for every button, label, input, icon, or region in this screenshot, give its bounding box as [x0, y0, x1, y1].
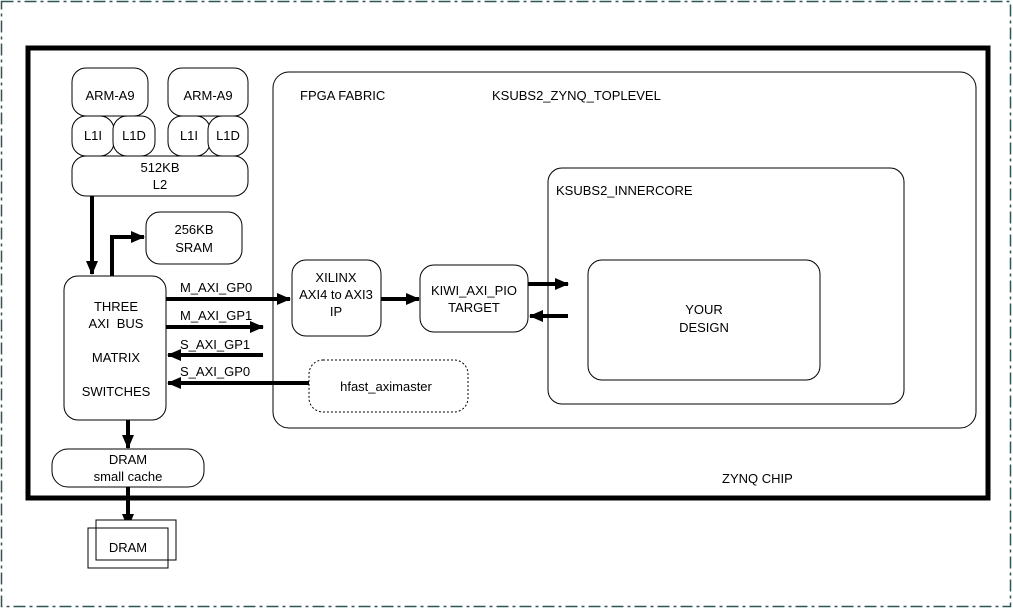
your-design-line1: YOUR [685, 302, 723, 317]
sram-line1: 256KB [174, 222, 213, 237]
cpu0-l1d-label: L1D [122, 128, 146, 143]
cpu0-label: ARM-A9 [85, 88, 134, 103]
cpu1-l1d-label: L1D [216, 128, 240, 143]
matrix-line2: AXI BUS [89, 316, 144, 331]
cpu0-l1i-label: L1I [84, 128, 102, 143]
toplevel-label: KSUBS2_ZYNQ_TOPLEVEL [492, 88, 661, 103]
axi-bus-matrix[interactable] [63, 275, 167, 421]
your-design-block[interactable] [587, 259, 821, 381]
matrix-line3: MATRIX [92, 350, 140, 365]
innercore-label: KSUBS2_INNERCORE [556, 183, 693, 198]
fpga-fabric-label: FPGA FABRIC [300, 88, 385, 103]
port-s-axi-gp1-label: S_AXI_GP1 [180, 337, 250, 352]
port-s-axi-gp0-label: S_AXI_GP0 [180, 364, 250, 379]
kiwi-line2: TARGET [448, 300, 500, 315]
matrix-to-sram-arrow [110, 231, 145, 276]
hfast-label: hfast_aximaster [340, 379, 432, 394]
cpu1-arm-a9[interactable] [167, 67, 249, 117]
sram-line2: SRAM [175, 240, 213, 255]
dram-cache-line1: DRAM [109, 452, 147, 467]
matrix-line4: SWITCHES [82, 384, 151, 399]
xilinx-line3: IP [330, 304, 342, 319]
kiwi-line1: KIWI_AXI_PIO [431, 283, 517, 298]
dram-stack-back [95, 519, 177, 561]
cpu1-label: ARM-A9 [183, 88, 232, 103]
matrix-line1: THREE [94, 299, 138, 314]
dram-cache-line2: small cache [94, 469, 163, 484]
l2-cache[interactable] [71, 155, 249, 197]
hfast-aximaster-block[interactable] [308, 359, 469, 413]
your-design-line2: DESIGN [679, 320, 729, 335]
zynq-chip-boundary [25, 45, 991, 501]
l2-line1: 512KB [140, 160, 179, 175]
kiwi-axi-pio-target[interactable] [419, 264, 529, 333]
port-m-axi-gp0-label: M_AXI_GP0 [180, 280, 252, 295]
port-m-axi-gp1-label: M_AXI_GP1 [180, 308, 252, 323]
dram-stack-front[interactable] [87, 527, 169, 569]
l2-line2: L2 [153, 177, 167, 192]
xilinx-line1: XILINX [315, 270, 357, 285]
sram-block[interactable] [145, 211, 243, 265]
cpu0-arm-a9[interactable] [71, 67, 149, 117]
dram-label: DRAM [109, 540, 147, 555]
cpu1-l1i-label: L1I [180, 128, 198, 143]
zynq-chip-label: ZYNQ CHIP [722, 471, 793, 486]
xilinx-line2: AXI4 to AXI3 [299, 287, 373, 302]
